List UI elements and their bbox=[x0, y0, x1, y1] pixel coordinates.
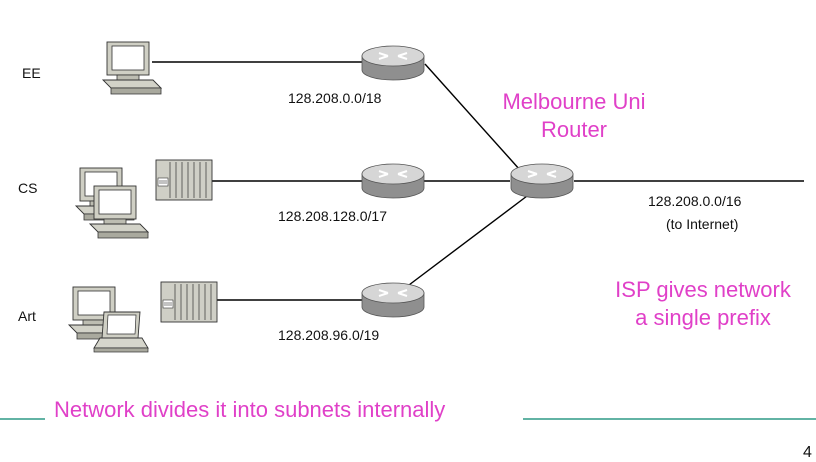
router-icon bbox=[361, 163, 425, 199]
central-router-label-line2: Router bbox=[540, 117, 608, 142]
isp-note: ISP gives network a single prefix bbox=[598, 276, 808, 332]
subnet-label-cs: 128.208.128.0/17 bbox=[278, 208, 387, 224]
central-router-label: Melbourne Uni Router bbox=[486, 88, 662, 144]
footer-note: Network divides it into subnets internal… bbox=[54, 397, 446, 422]
switch-icon bbox=[155, 159, 213, 201]
isp-note-line2: a single prefix bbox=[635, 305, 771, 330]
switch-icon bbox=[160, 281, 218, 323]
internet-note-label: (to Internet) bbox=[666, 216, 739, 232]
central-router-label-line1: Melbourne Uni bbox=[502, 89, 646, 114]
isp-note-line1: ISP gives network bbox=[615, 277, 791, 302]
internet-prefix-label: 128.208.0.0/16 bbox=[648, 193, 742, 209]
network-links bbox=[152, 61, 804, 301]
link-art-to-main bbox=[404, 192, 532, 289]
subnet-label-art: 128.208.96.0/19 bbox=[278, 327, 380, 343]
dept-label-ee: EE bbox=[22, 65, 41, 81]
link-ee-to-main bbox=[424, 63, 521, 171]
computer-icon bbox=[89, 185, 149, 239]
router-icon bbox=[361, 45, 425, 81]
computer-icon bbox=[102, 41, 162, 95]
router-icon bbox=[361, 282, 425, 318]
router-icon bbox=[510, 163, 574, 199]
page-number: 4 bbox=[803, 444, 812, 461]
dept-label-cs: CS bbox=[18, 180, 38, 196]
dept-label-art: Art bbox=[18, 308, 36, 324]
subnet-label-ee: 128.208.0.0/18 bbox=[288, 90, 382, 106]
